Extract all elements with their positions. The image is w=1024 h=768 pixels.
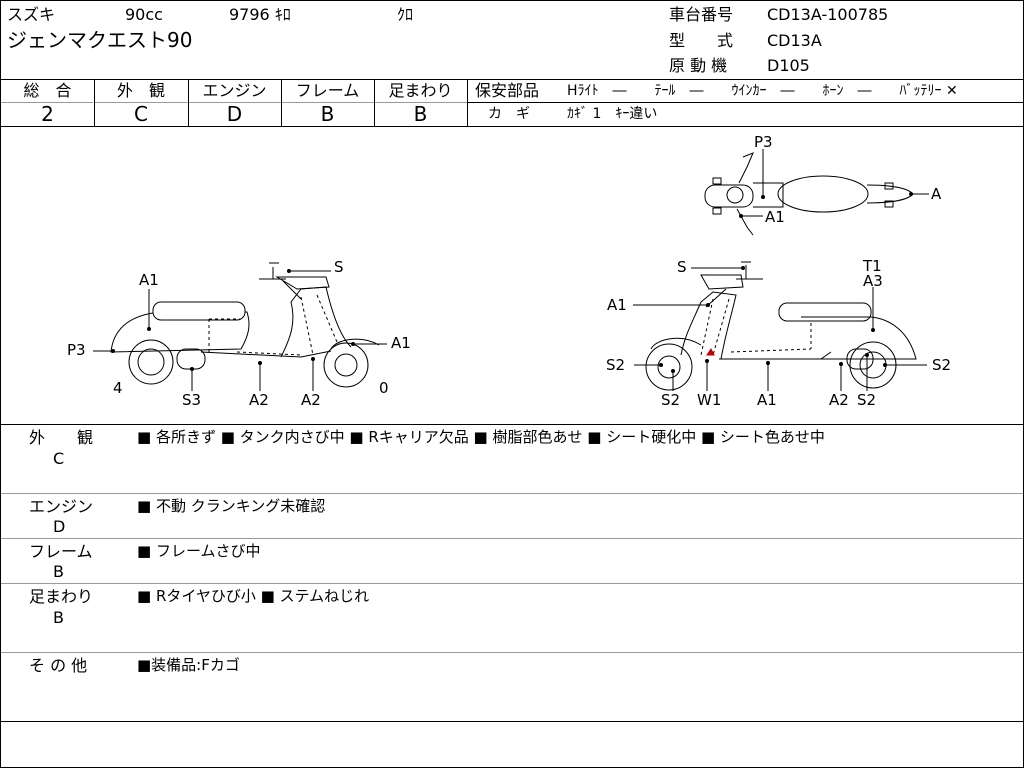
label-p3: P3 — [754, 133, 773, 151]
key-value: ｶｷﾞ 1 ｷｰ違い — [567, 106, 658, 122]
grade-overall-value: 2 — [41, 102, 54, 126]
grade-frame-label: フレーム — [295, 81, 360, 100]
label-s3: S3 — [182, 391, 202, 409]
frame-number-label: 車台番号 — [669, 5, 734, 24]
mileage: 9796 ｷﾛ — [229, 5, 291, 24]
scooter-diagram — [93, 149, 929, 391]
label-a2: A2 — [249, 391, 269, 409]
engine-model-label: 原 動 機 — [669, 56, 728, 75]
grade-engine-label: エンジン — [202, 81, 267, 100]
model-type-value: CD13A — [767, 31, 822, 50]
remark-other-label: そ の 他 — [29, 656, 88, 675]
divider — [467, 79, 468, 126]
key-label: カ ギ — [488, 106, 530, 122]
label-s: S — [677, 258, 687, 276]
label-a1: A1 — [607, 296, 627, 314]
divider — [374, 79, 375, 126]
remark-frame-grade: B — [53, 562, 64, 581]
label-a1: A1 — [139, 271, 159, 289]
divider — [1, 493, 1023, 494]
remark-engine-grade: D — [53, 517, 66, 536]
right-side-view — [633, 261, 927, 391]
label-a3: A3 — [863, 272, 883, 290]
label-a1: A1 — [765, 208, 785, 226]
safety-parts-items: Hﾗｲﾄ ― ﾃｰﾙ ― ｳｲﾝｶｰ ― ﾎｰﾝ ― ﾊﾞｯﾃﾘｰ ✕ — [567, 83, 958, 99]
grade-overall-label: 総 合 — [23, 81, 72, 100]
remark-other-text: ■装備品:Fカゴ — [137, 656, 240, 674]
label-p3: P3 — [67, 341, 86, 359]
label-a2: A2 — [829, 391, 849, 409]
label-w1: W1 — [697, 391, 722, 409]
left-side-view — [93, 262, 387, 391]
remark-frame-label: フレーム — [29, 542, 93, 561]
divider — [1, 538, 1023, 539]
model-name: ジェンマクエスト90 — [7, 28, 193, 52]
remark-suspension-text: ■ Rタイヤひび小 ■ ステムねじれ — [137, 587, 370, 605]
label-a2: A2 — [301, 391, 321, 409]
label-s2: S2 — [661, 391, 681, 409]
label-a: A — [931, 185, 942, 203]
remark-exterior-label: 外 観 — [29, 428, 94, 447]
remark-suspension-grade: B — [53, 608, 64, 627]
divider — [1, 424, 1023, 425]
grade-exterior-value: C — [134, 102, 148, 126]
label-s2: S2 — [857, 391, 877, 409]
grade-suspension-label: 足まわり — [388, 81, 453, 100]
label-4: 4 — [113, 379, 123, 397]
grade-exterior-label: 外 観 — [116, 81, 165, 100]
remark-engine-text: ■ 不動 クランキング未確認 — [137, 497, 326, 515]
divider — [1, 126, 1023, 127]
remark-frame-text: ■ フレームさび中 — [137, 542, 261, 560]
label-t1: T1 — [863, 257, 882, 275]
divider — [1, 583, 1023, 584]
divider — [188, 79, 189, 126]
grade-frame-value: B — [320, 102, 335, 126]
divider — [281, 79, 282, 126]
label-s2: S2 — [606, 356, 626, 374]
divider — [1, 102, 93, 103]
engine-model-value: D105 — [767, 56, 810, 75]
remark-engine-label: エンジン — [29, 497, 94, 516]
divider — [1, 652, 1023, 653]
label-a1: A1 — [391, 334, 411, 352]
divider — [1, 721, 1023, 722]
displacement: 90cc — [125, 5, 163, 24]
grade-suspension-value: B — [413, 102, 428, 126]
label-a1: A1 — [757, 391, 777, 409]
remark-exterior-grade: C — [53, 449, 65, 468]
divider — [468, 102, 1023, 103]
maker: スズキ — [7, 5, 56, 24]
color: ｸﾛ — [397, 5, 414, 24]
label-s2: S2 — [932, 356, 952, 374]
model-type-label: 型 式 — [669, 31, 734, 50]
remark-exterior-text: ■ 各所きず ■ タンク内さび中 ■ Rキャリア欠品 ■ 樹脂部色あせ ■ シー… — [137, 428, 825, 446]
safety-parts-label: 保安部品 — [475, 81, 540, 100]
divider — [94, 79, 95, 126]
label-s: S — [334, 258, 344, 276]
top-view — [704, 149, 929, 236]
grade-engine-value: D — [226, 102, 243, 126]
divider — [1, 79, 1023, 80]
frame-number-value: CD13A-100785 — [767, 5, 889, 24]
remark-suspension-label: 足まわり — [29, 587, 94, 606]
label-0: 0 — [379, 379, 389, 397]
